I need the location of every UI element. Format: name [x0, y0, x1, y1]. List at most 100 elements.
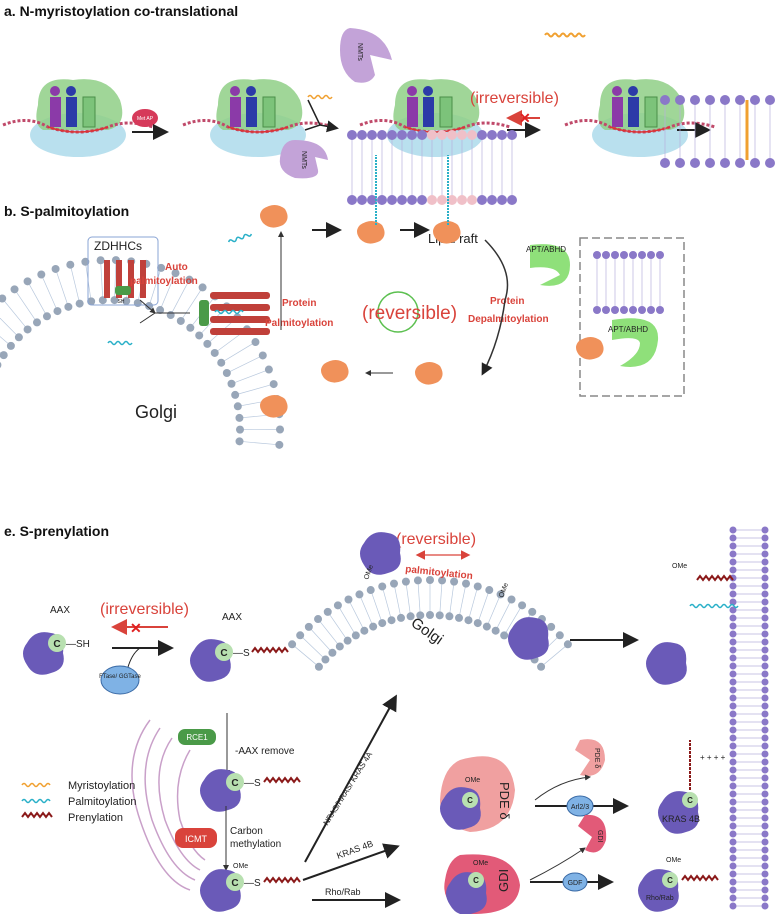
- zdhhc-palmitoylated: [199, 292, 270, 335]
- kras4b-mem-label: KRAS 4B: [662, 814, 700, 824]
- lipid-head: [87, 297, 96, 306]
- lipid-head: [477, 130, 487, 140]
- palm-protein: [321, 360, 349, 383]
- lipid-tail: [114, 260, 117, 301]
- lipid-head: [477, 195, 487, 205]
- lipid-head: [186, 323, 195, 332]
- ome-label: OMe: [465, 777, 480, 784]
- lipid-head: [729, 542, 737, 550]
- lipid-head: [761, 838, 769, 846]
- irreversible-label: (irreversible): [100, 601, 189, 618]
- lipid-head: [42, 312, 51, 321]
- lipid-head: [729, 694, 737, 702]
- lipid-head: [231, 390, 240, 399]
- palm-protein: [415, 362, 443, 385]
- lipid-head: [23, 325, 32, 334]
- lipid-head: [438, 576, 447, 585]
- lipid-head: [729, 774, 737, 782]
- lipid-head: [198, 283, 207, 292]
- lipid-head: [314, 615, 323, 624]
- ome-label: OMe: [672, 563, 687, 570]
- lipid-head: [455, 613, 464, 622]
- lipid-head: [427, 195, 437, 205]
- lipid-head: [720, 158, 730, 168]
- lipid-head: [761, 886, 769, 894]
- pde-label: PDE δ: [593, 748, 600, 768]
- lipid-tail: [0, 317, 20, 338]
- s-label: —S: [233, 648, 250, 659]
- prenyl-chain: [251, 646, 289, 654]
- carbon-methylation-label: Carbon: [230, 826, 263, 837]
- lipid-head: [761, 862, 769, 870]
- protein-palmitoylation-label: Protein: [282, 298, 316, 309]
- lipid-head: [761, 614, 769, 622]
- lipid-head: [761, 758, 769, 766]
- lipid-head: [296, 631, 305, 640]
- charge-marks: + + + +: [700, 753, 726, 762]
- lipid-head: [638, 251, 646, 259]
- lipid-tail: [100, 260, 104, 301]
- lipid-head: [66, 260, 75, 269]
- lipid-head: [528, 607, 537, 616]
- lipid-tail: [359, 594, 374, 627]
- lipid-head: [467, 130, 477, 140]
- arl2-3-enzyme: Arl2/3: [566, 795, 594, 817]
- lipid-head: [761, 630, 769, 638]
- lipid-tail: [348, 599, 365, 631]
- gdf-enzyme: GDF: [562, 872, 588, 892]
- legend-label: Prenylation: [68, 812, 123, 824]
- lipid-head: [473, 619, 482, 628]
- lipid-head: [761, 846, 769, 854]
- lipid-head: [98, 296, 107, 305]
- lipid-head: [235, 425, 244, 434]
- lipid-head: [675, 158, 685, 168]
- sh-label: —SH: [66, 639, 90, 650]
- lipid-head: [660, 95, 670, 105]
- lipid-head: [761, 566, 769, 574]
- lipid-head: [761, 534, 769, 542]
- lipid-head: [729, 718, 737, 726]
- lipid-head: [507, 130, 517, 140]
- lipid-head: [6, 341, 15, 350]
- lipid-head: [729, 806, 737, 814]
- gdf-label: GDF: [568, 880, 583, 887]
- lipid-head: [761, 742, 769, 750]
- lipid-head: [378, 582, 387, 591]
- lipid-head: [729, 878, 737, 886]
- lipid-head: [351, 631, 360, 640]
- lipid-head: [235, 437, 244, 446]
- lipid-head: [729, 742, 737, 750]
- ome-label: OMe: [473, 860, 488, 867]
- lipid-head: [367, 195, 377, 205]
- protein-depalmitoylation-label-2: Depalmitoylation: [468, 314, 549, 325]
- lipid-tail: [540, 644, 569, 668]
- rce1-enzyme: RCE1: [178, 729, 216, 745]
- legend: Myristoylation Palmitoylation Prenylatio…: [21, 780, 136, 824]
- lipid-tail: [14, 289, 38, 323]
- lipid-head: [761, 774, 769, 782]
- lipid-head: [729, 670, 737, 678]
- nmts-label: NMTs: [356, 43, 363, 61]
- arrow-nras: [304, 694, 397, 863]
- lipid-tail: [337, 605, 357, 636]
- golgi-label: Golgi: [135, 402, 177, 422]
- lipid-head: [314, 662, 323, 671]
- lipid-tail: [159, 272, 176, 311]
- lipid-tail: [235, 383, 274, 396]
- c-label: C: [231, 778, 238, 789]
- lipid-head: [729, 614, 737, 622]
- lipid-head: [377, 195, 387, 205]
- ftase-ggtase-enzyme: FTase/ GGTase: [99, 665, 142, 695]
- prenyl-chain: [263, 777, 301, 783]
- lipid-head: [427, 130, 437, 140]
- lipid-head: [729, 870, 737, 878]
- lipid-head: [23, 277, 32, 286]
- lipid-head: [761, 878, 769, 886]
- gdi-complex: C OMe GDI: [444, 854, 520, 914]
- lipid-tail: [1, 298, 28, 330]
- lipid-head: [64, 302, 73, 311]
- lipid-head: [485, 586, 494, 595]
- lipid-head: [735, 158, 745, 168]
- lipid-head: [437, 130, 447, 140]
- lipid-head: [397, 195, 407, 205]
